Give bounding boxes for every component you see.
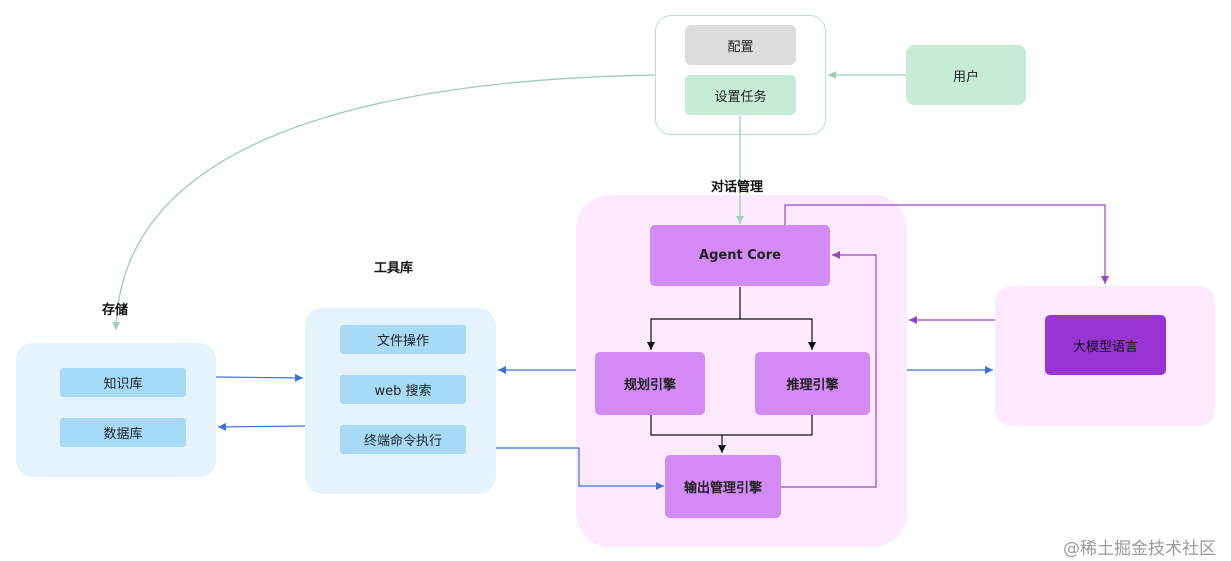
storage-label: 存储 <box>102 303 129 318</box>
agent-core-node[interactable]: Agent Core <box>650 225 830 286</box>
watermark-text: @稀土掘金技术社区 <box>1063 539 1216 559</box>
llm-node[interactable]: 大模型语言 <box>1045 315 1166 375</box>
terminal-exec-node[interactable]: 终端命令执行 <box>340 425 466 454</box>
planning-engine-node[interactable]: 规划引擎 <box>595 352 705 415</box>
arrow-engines-merge <box>650 415 813 436</box>
arrow-core-to-reasoning <box>740 318 816 350</box>
arrow-output-to-core <box>781 251 877 488</box>
arrow-config-to-storage <box>112 74 656 331</box>
file-ops-node[interactable]: 文件操作 <box>340 325 466 354</box>
dialog-management-label: 对话管理 <box>711 180 764 195</box>
config-node[interactable]: 配置 <box>685 25 796 65</box>
output-engine-node[interactable]: 输出管理引擎 <box>665 455 781 518</box>
user-node[interactable]: 用户 <box>906 45 1026 105</box>
toolbox-label: 工具库 <box>374 261 414 276</box>
reasoning-engine-node[interactable]: 推理引擎 <box>755 352 870 415</box>
arrow-tools-to-output <box>496 447 664 490</box>
storage-group <box>16 343 216 477</box>
arrow-storage-to-tools <box>215 373 304 382</box>
arrow-core-to-llm <box>784 204 1109 284</box>
knowledge-base-node[interactable]: 知识库 <box>60 368 186 397</box>
web-search-node[interactable]: web 搜索 <box>340 375 466 404</box>
database-node[interactable]: 数据库 <box>60 418 186 447</box>
arrow-core-split <box>647 287 741 350</box>
set-task-node[interactable]: 设置任务 <box>685 75 796 115</box>
arrow-tools-to-storage <box>217 422 306 431</box>
